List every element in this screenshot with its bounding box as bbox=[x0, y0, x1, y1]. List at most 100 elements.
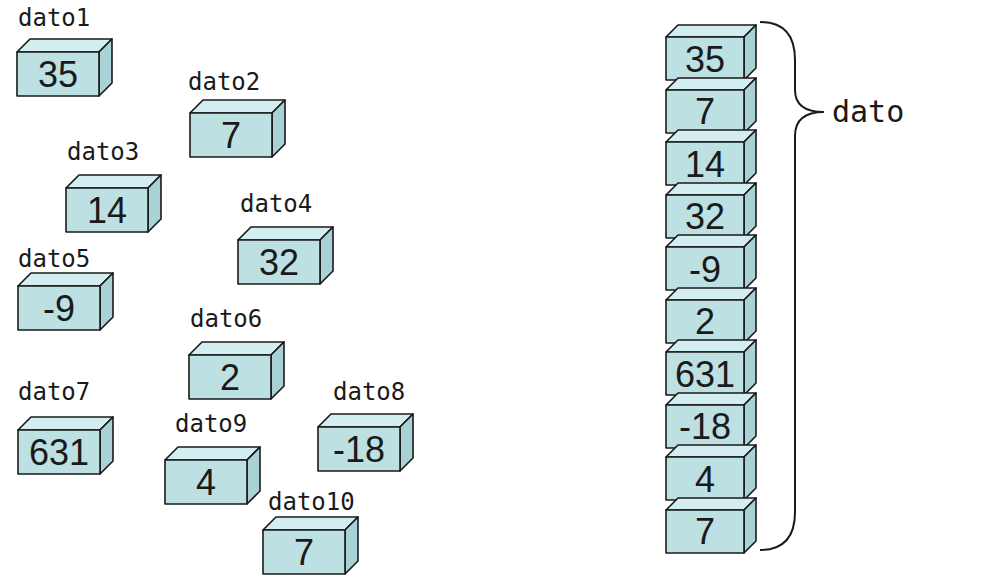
array-cell: 4 bbox=[666, 445, 756, 500]
cell-value: -18 bbox=[318, 430, 400, 470]
cube-front bbox=[66, 188, 148, 232]
named-cube: dato7 631 bbox=[18, 378, 113, 474]
cube-top bbox=[18, 273, 113, 286]
cube-top bbox=[666, 340, 756, 352]
cube-front bbox=[666, 510, 744, 553]
cube-top bbox=[263, 517, 358, 530]
cube-front bbox=[666, 352, 744, 395]
cube-side bbox=[247, 447, 260, 504]
named-cube: dato5 -9 bbox=[18, 245, 113, 330]
variable-name: dato8 bbox=[333, 378, 405, 406]
array-cell: 14 bbox=[666, 130, 756, 185]
cell-value: 7 bbox=[666, 92, 744, 132]
array-cell: -9 bbox=[666, 235, 756, 290]
named-cube: dato135 bbox=[17, 4, 112, 96]
cell-value: 631 bbox=[666, 355, 744, 395]
cube-side bbox=[99, 39, 112, 96]
cube-side bbox=[400, 414, 413, 471]
cube-side bbox=[271, 342, 284, 399]
named-cube: dato8 -18 bbox=[318, 378, 413, 471]
cube-front bbox=[666, 247, 744, 290]
cube-side bbox=[744, 288, 756, 343]
array-cell: 7 bbox=[666, 78, 756, 133]
cube-front bbox=[666, 37, 744, 80]
cell-value: 2 bbox=[666, 302, 744, 342]
cube-front bbox=[17, 52, 99, 96]
cube-side bbox=[100, 417, 113, 474]
array-cell: 2 bbox=[666, 288, 756, 343]
cube-side bbox=[744, 130, 756, 185]
cell-value: 2 bbox=[189, 358, 271, 398]
variable-name: dato3 bbox=[67, 138, 139, 166]
cube-side bbox=[744, 393, 756, 448]
variable-name: dato2 bbox=[188, 68, 260, 96]
variable-name: dato4 bbox=[240, 190, 312, 218]
array-name: dato bbox=[832, 94, 904, 130]
cell-value: 32 bbox=[666, 197, 744, 237]
cube-side bbox=[744, 235, 756, 290]
array-cell: 631 bbox=[666, 340, 756, 395]
cube-top bbox=[190, 100, 285, 113]
cube-side bbox=[744, 183, 756, 238]
variable-name: dato9 bbox=[175, 410, 247, 438]
cube-top bbox=[666, 183, 756, 195]
variable-name: dato10 bbox=[268, 488, 355, 516]
cube-side bbox=[345, 517, 358, 574]
cube-top bbox=[666, 25, 756, 37]
variable-name: dato6 bbox=[190, 305, 262, 333]
cell-value: 35 bbox=[17, 55, 99, 95]
cube-side bbox=[100, 273, 113, 330]
array-cell: 35 bbox=[666, 25, 756, 80]
cell-value: -9 bbox=[666, 250, 744, 290]
cell-value: 7 bbox=[190, 116, 272, 156]
cube-side bbox=[744, 25, 756, 80]
cube-top bbox=[238, 227, 333, 240]
variable-name: dato5 bbox=[18, 245, 90, 273]
named-cube: dato107 bbox=[263, 488, 358, 574]
named-cube: dato4 32 bbox=[238, 190, 333, 284]
cube-front bbox=[18, 430, 100, 474]
cube-top bbox=[666, 393, 756, 405]
cube-front bbox=[666, 457, 744, 500]
named-cube: dato6 2 bbox=[189, 305, 284, 399]
cube-front bbox=[666, 90, 744, 133]
cube-top bbox=[666, 78, 756, 90]
cube-side bbox=[744, 498, 756, 553]
cube-front bbox=[666, 142, 744, 185]
cube-top bbox=[189, 342, 284, 355]
cube-front bbox=[18, 286, 100, 330]
cell-value: 4 bbox=[666, 460, 744, 500]
cell-value: -18 bbox=[666, 407, 744, 447]
cube-front bbox=[190, 113, 272, 157]
variable-name: dato7 bbox=[18, 378, 90, 406]
cell-value: 14 bbox=[666, 145, 744, 185]
cube-top bbox=[666, 235, 756, 247]
cube-front bbox=[666, 300, 744, 343]
cube-top bbox=[66, 175, 161, 188]
cube-top bbox=[666, 288, 756, 300]
named-cube: dato94 bbox=[165, 410, 260, 504]
cube-front bbox=[666, 195, 744, 238]
cube-top bbox=[318, 414, 413, 427]
cell-value: 631 bbox=[18, 433, 100, 473]
cube-top bbox=[18, 417, 113, 430]
cube-side bbox=[744, 340, 756, 395]
cube-side bbox=[744, 78, 756, 133]
cube-front bbox=[238, 240, 320, 284]
cube-side bbox=[148, 175, 161, 232]
cell-value: 14 bbox=[66, 191, 148, 231]
named-cube: dato2 7 bbox=[188, 68, 285, 157]
cell-value: 32 bbox=[238, 243, 320, 283]
cube-front bbox=[318, 427, 400, 471]
cube-top bbox=[666, 445, 756, 457]
cube-front bbox=[189, 355, 271, 399]
cube-top bbox=[17, 39, 112, 52]
cell-value: -9 bbox=[18, 289, 100, 329]
cell-value: 7 bbox=[666, 512, 744, 552]
cube-front bbox=[165, 460, 247, 504]
cube-top bbox=[165, 447, 260, 460]
array-cell: 7 bbox=[666, 498, 756, 553]
cube-front bbox=[666, 405, 744, 448]
